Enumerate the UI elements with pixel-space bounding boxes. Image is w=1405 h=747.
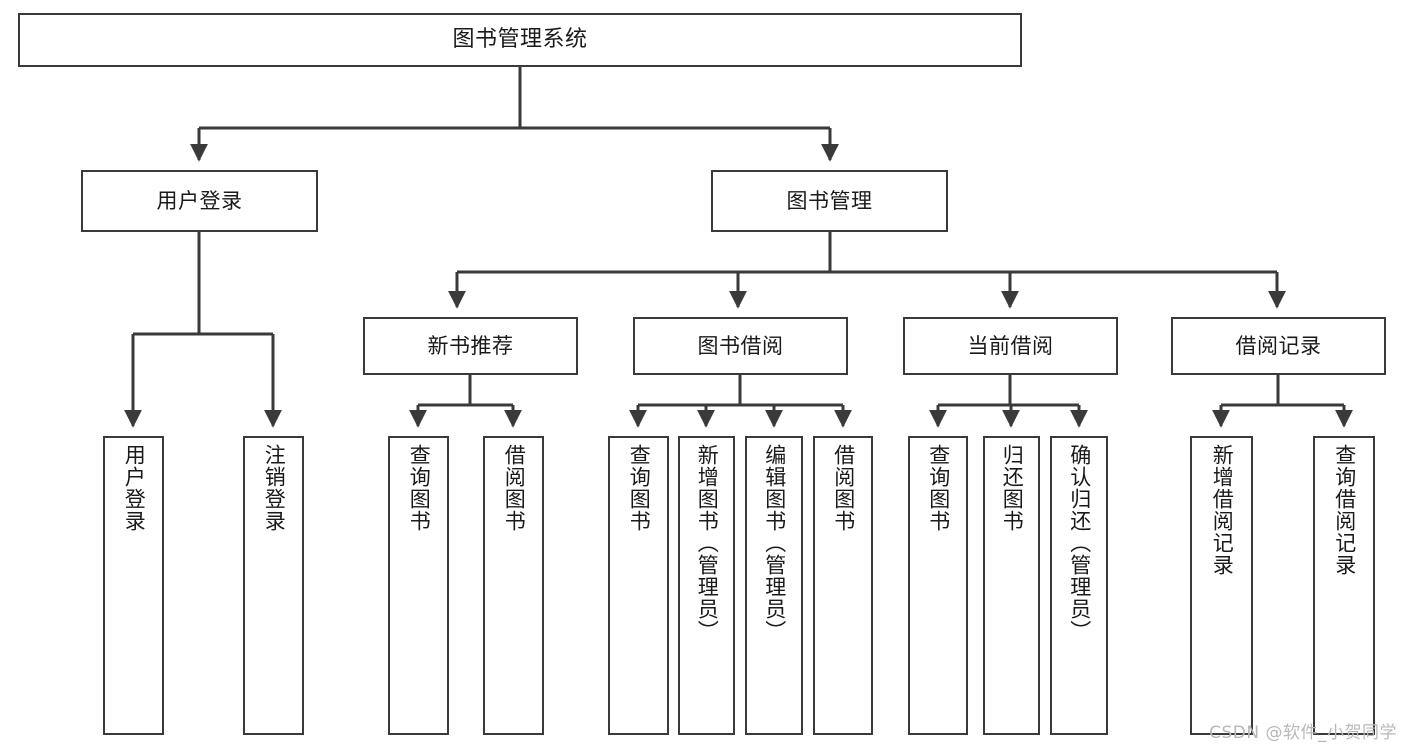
node-current-borrow-label: 当前借阅: [967, 333, 1054, 358]
leaf-confirm-return-admin-label: 确认归还（管理员）: [1067, 444, 1092, 642]
leaf-borrow-book-recommend[interactable]: 借阅图书: [483, 436, 544, 735]
leaf-query-book-current[interactable]: 查询图书: [908, 436, 968, 735]
leaf-query-borrow-record[interactable]: 查询借阅记录: [1313, 436, 1375, 735]
node-book-borrow-label: 图书借阅: [697, 333, 784, 358]
node-current-borrow[interactable]: 当前借阅: [903, 317, 1118, 375]
leaf-user-login-label: 用户登录: [122, 444, 147, 532]
node-borrow-record-label: 借阅记录: [1235, 333, 1322, 358]
leaf-query-book-recommend[interactable]: 查询图书: [388, 436, 449, 735]
leaf-query-book-borrow-label: 查询图书: [627, 444, 652, 532]
node-book-management[interactable]: 图书管理: [711, 170, 948, 232]
leaf-edit-book-admin-label: 编辑图书（管理员）: [762, 444, 787, 642]
leaf-return-book-label: 归还图书: [1000, 444, 1025, 532]
watermark: CSDN @软件_小贺同学: [1209, 723, 1397, 743]
leaf-user-login[interactable]: 用户登录: [103, 436, 164, 735]
node-book-borrow[interactable]: 图书借阅: [633, 317, 848, 375]
leaf-logout[interactable]: 注销登录: [243, 436, 304, 735]
node-book-management-label: 图书管理: [786, 188, 873, 213]
leaf-borrow-book[interactable]: 借阅图书: [813, 436, 873, 735]
leaf-return-book[interactable]: 归还图书: [983, 436, 1040, 735]
leaf-query-borrow-record-label: 查询借阅记录: [1332, 444, 1357, 576]
node-root-label: 图书管理系统: [452, 27, 588, 53]
leaf-edit-book-admin[interactable]: 编辑图书（管理员）: [745, 436, 803, 735]
leaf-add-borrow-record[interactable]: 新增借阅记录: [1190, 436, 1253, 735]
leaf-query-book-borrow[interactable]: 查询图书: [608, 436, 669, 735]
node-user-login-label: 用户登录: [156, 188, 243, 213]
leaf-add-book-admin[interactable]: 新增图书（管理员）: [678, 436, 735, 735]
leaf-query-book-current-label: 查询图书: [926, 444, 951, 532]
leaf-query-book-recommend-label: 查询图书: [407, 444, 432, 532]
leaf-add-borrow-record-label: 新增借阅记录: [1210, 444, 1235, 576]
leaf-borrow-book-recommend-label: 借阅图书: [502, 444, 527, 532]
leaf-logout-label: 注销登录: [262, 444, 287, 532]
node-root[interactable]: 图书管理系统: [18, 13, 1022, 67]
node-borrow-record[interactable]: 借阅记录: [1171, 317, 1386, 375]
node-user-login[interactable]: 用户登录: [81, 170, 318, 232]
leaf-add-book-admin-label: 新增图书（管理员）: [695, 444, 720, 642]
node-new-book-recommend-label: 新书推荐: [427, 333, 514, 358]
leaf-borrow-book-label: 借阅图书: [831, 444, 856, 532]
node-new-book-recommend[interactable]: 新书推荐: [363, 317, 578, 375]
leaf-confirm-return-admin[interactable]: 确认归还（管理员）: [1050, 436, 1108, 735]
